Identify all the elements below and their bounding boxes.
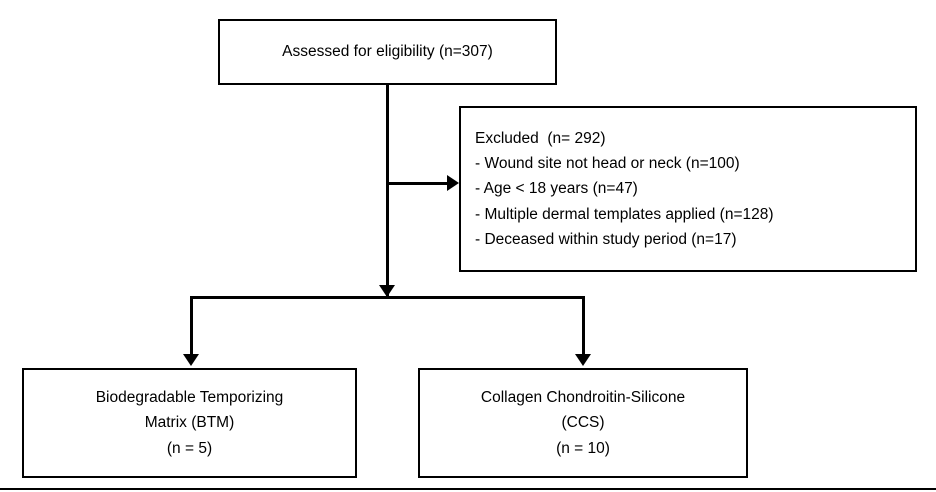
footer-divider	[0, 488, 936, 490]
node-excluded-line-2: - Wound site not head or neck (n=100)	[475, 155, 740, 173]
arrowhead-right-icon	[447, 175, 459, 191]
node-btm-arm: Biodegradable Temporizing Matrix (BTM) (…	[22, 368, 357, 478]
arrowhead-down-btm-icon	[183, 354, 199, 366]
node-ccs-line-2: (CCS)	[561, 414, 605, 432]
node-assessed-for-eligibility: Assessed for eligibility (n=307)	[218, 19, 557, 85]
arrowhead-down-ccs-icon	[575, 354, 591, 366]
connector-split-to-ccs	[582, 296, 585, 356]
connector-trunk-to-excluded	[386, 182, 448, 185]
node-ccs-line-3: (n = 10)	[556, 439, 610, 457]
arrowhead-down-icon	[379, 285, 395, 297]
node-assessed-line-1: Assessed for eligibility (n=307)	[282, 43, 493, 61]
node-btm-line-2: Matrix (BTM)	[144, 414, 235, 432]
node-btm-line-3: (n = 5)	[166, 439, 213, 457]
node-ccs-line-1: Collagen Chondroitin-Silicone	[480, 389, 686, 407]
node-ccs-arm: Collagen Chondroitin-Silicone (CCS) (n =…	[418, 368, 748, 478]
node-excluded: Excluded (n= 292) - Wound site not head …	[459, 106, 917, 272]
connector-split-bar	[190, 296, 585, 299]
node-excluded-line-1: Excluded (n= 292)	[475, 130, 606, 148]
connector-split-to-btm	[190, 296, 193, 356]
node-excluded-line-4: - Multiple dermal templates applied (n=1…	[475, 205, 774, 223]
node-excluded-line-5: - Deceased within study period (n=17)	[475, 230, 737, 248]
connector-assessed-to-split	[386, 85, 389, 298]
node-btm-line-1: Biodegradable Temporizing	[95, 389, 284, 407]
node-excluded-line-3: - Age < 18 years (n=47)	[475, 180, 638, 198]
